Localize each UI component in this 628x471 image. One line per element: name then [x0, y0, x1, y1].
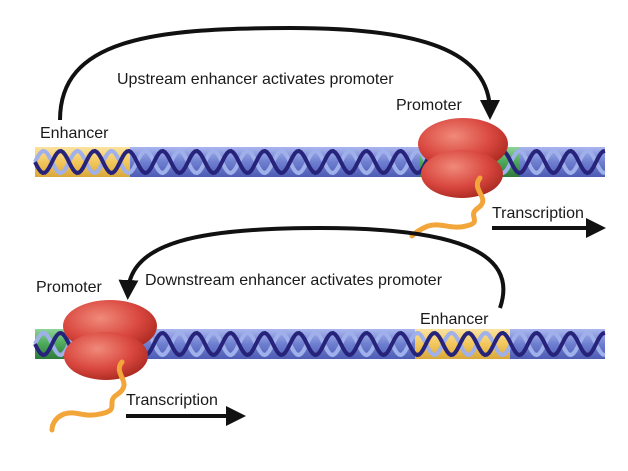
arrow-caption-upstream: Upstream enhancer activates promoter	[117, 71, 394, 88]
helix-strands	[33, 148, 606, 176]
transcription-label-top: Transcription	[492, 205, 584, 222]
loop-arrow-upstream	[58, 25, 500, 121]
bottom-panel: Downstream enhancer activates promoter P…	[33, 225, 606, 433]
rna-polymerase-complex	[49, 300, 157, 433]
polymerase-lower-subunit	[421, 150, 503, 198]
rna-transcript	[49, 359, 127, 433]
arrow-caption-downstream: Downstream enhancer activates promoter	[145, 272, 443, 289]
rna-polymerase-complex	[409, 118, 508, 239]
dna-double-helix	[33, 147, 606, 177]
enhancer-label-bottom: Enhancer	[420, 311, 489, 328]
promoter-label-top: Promoter	[396, 97, 462, 114]
top-panel: Upstream enhancer activates promoter Pro…	[33, 25, 606, 239]
helix-strand-dark	[33, 148, 606, 176]
transcription-label-bottom: Transcription	[126, 392, 218, 409]
polymerase-lower-subunit	[64, 332, 148, 380]
promoter-label-bottom: Promoter	[36, 279, 102, 296]
loop-arrow-downstream	[118, 225, 506, 309]
enhancer-label-top: Enhancer	[40, 125, 109, 142]
rna-transcript	[409, 175, 486, 239]
